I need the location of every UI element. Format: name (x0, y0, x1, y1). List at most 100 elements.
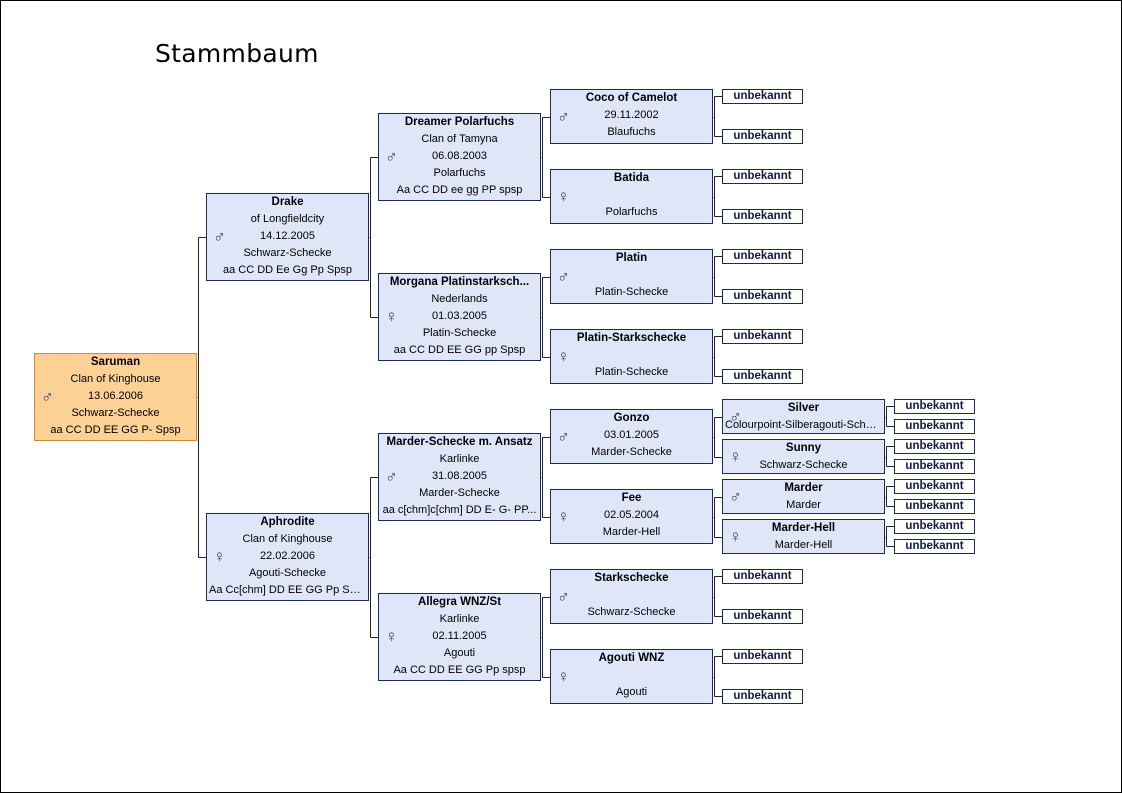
unknown-parent-box: unbekannt (894, 479, 975, 494)
person-name: Marder-Hell (771, 522, 836, 534)
unknown-parent-box: unbekannt (894, 539, 975, 554)
female-icon: ♀ (729, 447, 742, 466)
person-name: Aphrodite (260, 516, 315, 528)
person-name: Gonzo (613, 412, 650, 424)
unknown-parent-box: unbekannt (894, 499, 975, 514)
person-detail: 02.05.2004 (603, 509, 660, 521)
person-detail: Clan of Kinghouse (70, 373, 161, 385)
person-detail: aa CC DD Ee Gg Pp Spsp (222, 264, 352, 276)
unknown-parent-box: unbekannt (894, 419, 975, 434)
person-name: Marder-Schecke m. Ansatz (386, 436, 533, 448)
male-icon: ♂ (729, 407, 742, 426)
page-title: Stammbaum (155, 39, 319, 68)
unknown-parent-box: unbekannt (894, 439, 975, 454)
person-detail: 31.08.2005 (431, 470, 488, 482)
female-icon: ♀ (557, 187, 570, 206)
person-detail (551, 587, 712, 604)
male-icon: ♂ (557, 267, 570, 286)
unknown-parent-box: unbekannt (722, 569, 803, 584)
unknown-parent-box: unbekannt (894, 519, 975, 534)
female-icon: ♀ (385, 307, 398, 326)
female-icon: ♀ (557, 667, 570, 686)
person-detail: Nederlands (431, 293, 488, 305)
person-detail: 22.02.2006 (259, 550, 316, 562)
male-icon: ♂ (557, 427, 570, 446)
person-detail: aa CC DD EE GG pp Spsp (393, 344, 526, 356)
person-detail: 06.08.2003 (431, 150, 488, 162)
person-detail: Schwarz-Schecke (71, 407, 160, 419)
person-name: Allegra WNZ/St (417, 596, 502, 608)
unknown-parent-box: unbekannt (722, 249, 803, 264)
female-icon: ♀ (385, 627, 398, 646)
person-detail: 01.03.2005 (431, 310, 488, 322)
person-detail: Polarfuchs (433, 167, 486, 179)
person-detail: 13.06.2006 (87, 390, 144, 402)
person-detail: Schwarz-Schecke (587, 606, 676, 618)
person-detail: Platin-Schecke (594, 286, 669, 298)
person-detail: aa c[chm]c[chm] DD E- G- PP... (382, 504, 537, 516)
person-detail (551, 347, 712, 364)
unknown-parent-box: unbekannt (894, 399, 975, 414)
male-icon: ♂ (385, 147, 398, 166)
person-detail: Aa Cc[chm] DD EE GG Pp Spsp (209, 584, 368, 596)
male-icon: ♂ (385, 467, 398, 486)
person-card-morgana[interactable]: Morgana Platinstarksch... Nederlands 01.03… (378, 273, 541, 361)
person-detail: Marder-Schecke (591, 446, 672, 458)
person-detail: Schwarz-Schecke (759, 459, 848, 471)
unknown-parent-box: unbekannt (722, 689, 803, 704)
person-detail: Agouti-Schecke (248, 567, 327, 579)
person-detail: of Longfieldcity (250, 213, 325, 225)
person-detail: Aa CC DD EE GG Pp spsp (393, 664, 526, 676)
unknown-parent-box: unbekannt (722, 289, 803, 304)
unknown-parent-box: unbekannt (722, 89, 803, 104)
unknown-parent-box: unbekannt (894, 459, 975, 474)
person-detail: Agouti (615, 686, 648, 698)
person-name: Starkschecke (594, 572, 669, 584)
unknown-parent-box: unbekannt (722, 169, 803, 184)
person-name: Silver (787, 402, 820, 414)
person-name: Drake (271, 196, 304, 208)
unknown-parent-box: unbekannt (722, 329, 803, 344)
person-detail: Polarfuchs (605, 206, 658, 218)
person-detail: Marder-Hell (602, 526, 661, 538)
person-detail: Platin-Schecke (422, 327, 497, 339)
person-name: Morgana Platinstarksch... (389, 276, 530, 288)
person-name: Platin-Starkschecke (576, 332, 687, 344)
male-icon: ♂ (213, 227, 226, 246)
person-detail: Blaufuchs (607, 126, 656, 138)
person-detail: Marder-Schecke (419, 487, 500, 499)
person-detail: Schwarz-Schecke (243, 247, 332, 259)
person-detail (551, 667, 712, 684)
unknown-parent-box: unbekannt (722, 649, 803, 664)
person-detail: Aa CC DD ee gg PP spsp (396, 184, 523, 196)
female-icon: ♀ (729, 527, 742, 546)
unknown-parent-box: unbekannt (722, 369, 803, 384)
person-detail: 02.11.2005 (432, 630, 487, 642)
person-name: Marder (784, 482, 823, 494)
person-name: Fee (621, 492, 642, 504)
person-detail: Marder-Hell (774, 539, 833, 551)
male-icon: ♂ (557, 587, 570, 606)
person-name: Coco of Camelot (585, 92, 678, 104)
person-detail: Agouti (443, 647, 476, 659)
